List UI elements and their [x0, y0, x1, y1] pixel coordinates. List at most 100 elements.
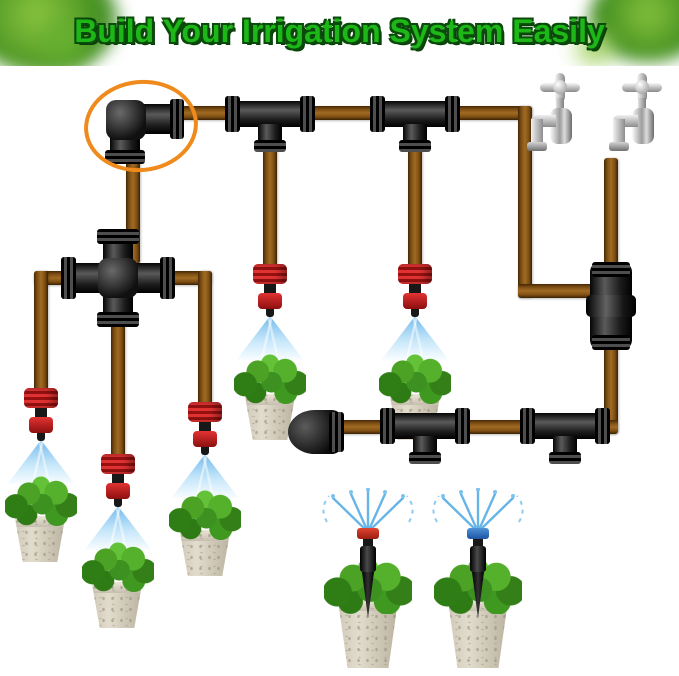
- tee-ridge: [595, 408, 610, 444]
- tee-ridge: [549, 452, 581, 464]
- dripper-cap: [188, 402, 222, 422]
- tee-ridge: [520, 408, 535, 444]
- dripper-cap: [398, 264, 432, 284]
- cross-ridge: [61, 257, 76, 299]
- cross-center: [98, 258, 138, 298]
- dripper-cap: [101, 454, 135, 474]
- sprinkler-spray-icon: [432, 488, 524, 534]
- dripper-cap: [24, 388, 58, 408]
- dripper-stem: [409, 284, 421, 293]
- plant-foliage: [234, 352, 306, 404]
- sprinkler-spray-icon: [322, 488, 414, 534]
- coupling-ridge: [592, 262, 630, 277]
- faucet-handle-hub: [553, 80, 567, 94]
- dripper-nozzle: [201, 447, 209, 455]
- tee-stub: [553, 436, 577, 454]
- dripper-nozzle: [114, 499, 122, 507]
- faucet-handle-hub: [635, 80, 649, 94]
- dripper-body: [29, 417, 53, 433]
- elbow-corner: [106, 100, 146, 140]
- tee-ridge: [399, 140, 431, 152]
- tee-ridge: [380, 408, 395, 444]
- pipe-right-vertical: [518, 106, 532, 298]
- title-banner: Build Your Irrigation System Easily: [0, 0, 679, 66]
- faucet-2-icon: [606, 73, 678, 164]
- stake-sprinkler-icon: [355, 528, 381, 618]
- coupling-ridge: [592, 335, 630, 350]
- elbow-connector-icon: [102, 96, 184, 164]
- dripper-nozzle: [266, 309, 274, 317]
- dripper-icon: [101, 454, 135, 508]
- tee-stub: [258, 124, 282, 142]
- greenery-blur-left: [22, 14, 106, 66]
- dripper-stem: [35, 408, 47, 417]
- end-plug-icon: [288, 410, 344, 454]
- cross-ridge: [160, 257, 175, 299]
- tee-ridge: [225, 96, 240, 132]
- faucet-outlet: [527, 142, 547, 151]
- faucet-spout: [613, 119, 625, 144]
- sprinkler-body: [470, 546, 486, 572]
- dripper-icon: [398, 264, 432, 318]
- faucet-spout: [531, 119, 543, 144]
- dripper-cap: [253, 264, 287, 284]
- pipe-cross-down: [111, 300, 125, 458]
- tee-ridge: [409, 452, 441, 464]
- tee-barrel: [228, 101, 312, 127]
- tee-connector-bottom-2-icon: [520, 408, 610, 464]
- dripper-icon: [253, 264, 287, 318]
- faucet-outlet: [609, 142, 629, 151]
- straight-coupling-icon: [586, 262, 636, 350]
- plant-foliage: [5, 474, 77, 526]
- cross-connector-icon: [61, 229, 175, 327]
- tee-connector-bottom-1-icon: [380, 408, 470, 464]
- faucet-stem: [556, 98, 564, 110]
- pipe-right-mid-vertical: [198, 271, 212, 405]
- dripper-stem: [112, 474, 124, 483]
- plant-foliage: [169, 488, 241, 540]
- sprinkler-cap: [467, 528, 489, 539]
- tee-ridge: [370, 96, 385, 132]
- tee-connector-top-2-icon: [370, 96, 460, 152]
- tee-ridge: [300, 96, 315, 132]
- tee-ridge: [445, 96, 460, 132]
- tee-ridge: [254, 140, 286, 152]
- pipe-tee1-down: [263, 130, 277, 268]
- sprinkler-neck: [473, 539, 483, 546]
- tee-stub: [403, 124, 427, 142]
- sprinkler-body: [360, 546, 376, 572]
- dripper-body: [258, 293, 282, 309]
- faucet-stem: [638, 98, 646, 110]
- tee-barrel: [373, 101, 457, 127]
- tee-barrel: [523, 413, 607, 439]
- dripper-body: [193, 431, 217, 447]
- faucet-1-icon: [524, 73, 596, 164]
- elbow-ridge: [105, 150, 145, 164]
- plant-foliage: [379, 352, 451, 404]
- stake-sprinkler-icon: [465, 528, 491, 618]
- dripper-body: [106, 483, 130, 499]
- pipe-tee2-down: [408, 130, 422, 268]
- plant-foliage: [82, 540, 154, 592]
- sprinkler-spike: [362, 572, 374, 618]
- dripper-nozzle: [411, 309, 419, 317]
- dripper-body: [403, 293, 427, 309]
- cross-ridge: [97, 312, 139, 327]
- dripper-stem: [264, 284, 276, 293]
- plug-ridge: [329, 412, 344, 452]
- highlight-circle: [79, 74, 203, 178]
- dripper-nozzle: [37, 433, 45, 441]
- pipe-top-horizontal: [160, 106, 532, 120]
- tee-barrel: [383, 413, 467, 439]
- dripper-stem: [199, 422, 211, 431]
- tee-ridge: [455, 408, 470, 444]
- elbow-ridge: [170, 99, 184, 139]
- sprinkler-cap: [357, 528, 379, 539]
- dripper-icon: [188, 402, 222, 456]
- dripper-icon: [24, 388, 58, 442]
- tee-connector-top-1-icon: [225, 96, 315, 152]
- sprinkler-neck: [363, 539, 373, 546]
- page-title: Build Your Irrigation System Easily: [74, 13, 605, 49]
- greenery-blur-right: [560, 26, 630, 66]
- tee-stub: [413, 436, 437, 454]
